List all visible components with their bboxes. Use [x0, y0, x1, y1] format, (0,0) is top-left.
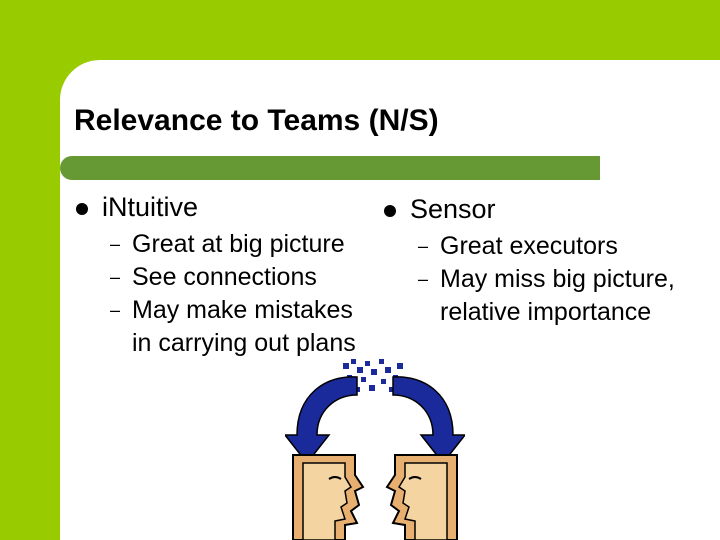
bullet-dot-icon — [384, 205, 396, 217]
slide-panel — [60, 60, 720, 540]
list-item: –May miss big picture, relative importan… — [418, 265, 675, 326]
list-item: –See connections — [72, 261, 362, 294]
two-heads-exchanging-ideas-icon — [285, 359, 465, 540]
dash-icon: – — [110, 300, 121, 320]
slide-title: Relevance to Teams (N/S) — [74, 104, 439, 137]
intuitive-list: –Great at big picture –See connections –… — [72, 228, 362, 360]
dash-icon: – — [110, 234, 121, 254]
sensor-heading-text: Sensor — [410, 194, 496, 224]
dash-icon: – — [110, 267, 121, 287]
list-item: –Great at big picture — [72, 228, 362, 261]
bullet-dot-icon — [76, 203, 88, 215]
dash-icon: – — [418, 236, 429, 256]
title-divider — [60, 156, 600, 180]
intuitive-heading: iNtuitive — [72, 190, 362, 224]
sensor-list: –Great executors –May miss big picture, … — [380, 230, 680, 329]
dash-icon: – — [418, 269, 429, 289]
intuitive-heading-text: iNtuitive — [102, 192, 199, 222]
list-item: –May make mistakes in carrying out plans — [110, 296, 356, 357]
intuitive-column: iNtuitive –Great at big picture –See con… — [72, 190, 362, 360]
list-item: –Great executors — [380, 230, 680, 263]
sensor-column: Sensor –Great executors –May miss big pi… — [380, 192, 680, 329]
sensor-heading: Sensor — [380, 192, 680, 226]
